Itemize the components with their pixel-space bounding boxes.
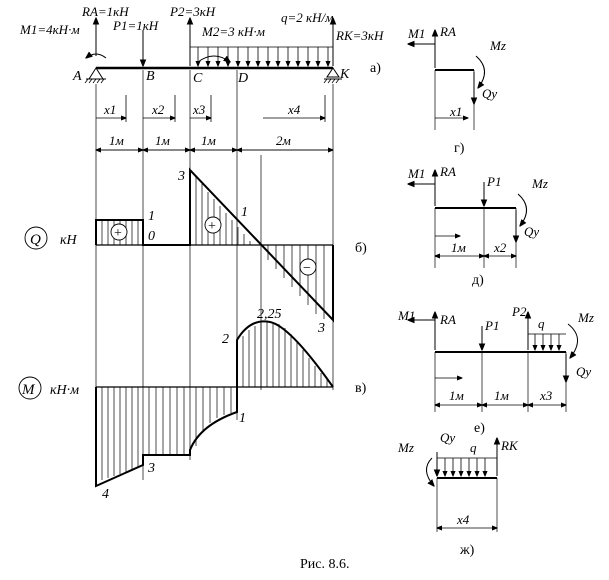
shear-sign-minus: − [299, 258, 317, 276]
fb-zh-rk: RK [500, 438, 519, 453]
panel-label-b: б) [355, 241, 367, 256]
load-ra-label: RA=1кН [81, 4, 129, 19]
shear-symbol-circle [24, 226, 48, 250]
moment-label-2: 2 [222, 332, 229, 347]
point-b-label: B [146, 69, 155, 84]
moment-unit: кН·м [50, 383, 79, 398]
beam-panel: M1=4кН·м RA=1кН P1=1кН P2=3кН M2=3 кН·м … [19, 4, 384, 150]
moment-label-1: 1 [239, 411, 246, 426]
fb-g-mz: Mz [489, 38, 506, 53]
fb-d-dim-x2: x2 [493, 240, 507, 255]
shear-label-3b: 3 [317, 321, 325, 336]
load-m1-label: M1=4кН·м [19, 22, 80, 37]
fb-e-qy: Qy [576, 364, 591, 379]
section-x1-label: x1 [103, 102, 116, 117]
moment-diagram: M кН·м 4 3 1 2 2,25 в) [18, 307, 367, 502]
fb-e-p2: P2 [511, 304, 527, 319]
moment-label-2-25: 2,25 [257, 307, 282, 322]
section-x2-label: x2 [151, 102, 165, 117]
distributed-load-q [190, 46, 333, 66]
section-x4-label: x4 [287, 102, 301, 117]
fb-d-m1: M1 [407, 166, 425, 181]
moment-label-3: 3 [147, 461, 155, 476]
fb-d-p1: P1 [486, 174, 501, 189]
fb-e-ra: RA [439, 312, 456, 327]
shear-diagram: Q кН 1 0 3 1 3 + + − б) [24, 167, 367, 336]
shear-hatching [101, 177, 325, 319]
load-p1-label: P1=1кН [112, 18, 159, 33]
fb-e-dim-x3: x3 [539, 388, 553, 403]
fb-e-p1: P1 [484, 318, 499, 333]
point-d-label: D [237, 71, 248, 86]
load-rk-label: RK=3кН [335, 28, 384, 43]
svg-text:+: + [208, 219, 216, 234]
fb-d-qy: Qy [524, 224, 539, 239]
section-x3-label: x3 [192, 102, 206, 117]
segment-3-label: 1м [201, 133, 216, 148]
fb-zh-qy: Qy [440, 430, 455, 445]
svg-text:+: + [114, 226, 122, 241]
figure-caption: Рис. 8.6. [300, 557, 350, 572]
moment-hatching [101, 322, 328, 480]
fb-g-m1: M1 [407, 26, 425, 41]
fb-e-m1: M1 [397, 308, 415, 323]
panel-label-v: в) [355, 381, 367, 396]
moment-m2-icon [197, 56, 230, 62]
shear-label-0: 0 [148, 229, 155, 244]
point-c-label: C [193, 71, 203, 86]
free-body-g: M1 RA Mz Qy x1 г) [407, 24, 506, 156]
free-body-zh: Mz Qy q RK x4 ж) [397, 430, 519, 558]
shear-label-3: 3 [177, 169, 185, 184]
fb-zh-x4: x4 [456, 512, 470, 527]
shear-label-1: 1 [148, 209, 155, 224]
fb-e-dim-1: 1м [449, 388, 464, 403]
segment-4-label: 2м [276, 133, 291, 148]
fb-zh-mz: Mz [397, 440, 414, 455]
free-body-d: M1 RA P1 Mz Qy 1м x2 д) [407, 164, 548, 288]
panel-label-a: а) [370, 61, 381, 76]
fb-d-ra: RA [439, 164, 456, 179]
svg-text:−: − [303, 261, 311, 276]
panel-label-zh: ж) [459, 543, 475, 558]
fb-g-x1: x1 [449, 104, 462, 119]
moment-symbol: M [21, 382, 36, 398]
section-dimensions [96, 95, 325, 122]
fb-g-qy: Qy [482, 86, 497, 101]
support-k-label: K [339, 67, 350, 82]
fb-g-ra: RA [439, 24, 456, 39]
support-a-label: A [72, 69, 82, 84]
free-body-e: M1 RA P1 P2 q Mz Qy 1м 1м x3 е) [397, 304, 594, 436]
fb-e-mz: Mz [577, 310, 594, 325]
shear-unit: кН [60, 233, 78, 248]
shear-outline [95, 167, 334, 323]
fb-d-dim-1: 1м [451, 240, 466, 255]
panel-label-g: г) [454, 141, 465, 156]
roller-support-k-icon [323, 67, 342, 84]
load-p2-label: P2=3кН [169, 4, 216, 19]
panel-label-e: е) [474, 421, 485, 436]
shear-sign-plus-1: + [110, 223, 128, 241]
fb-e-dim-2: 1м [494, 388, 509, 403]
fb-d-mz: Mz [531, 176, 548, 191]
load-m2-label: M2=3 кН·м [201, 24, 265, 39]
panel-label-d: д) [472, 273, 484, 288]
moment-label-4: 4 [102, 487, 109, 502]
moment-outline [95, 320, 334, 488]
load-q-label: q=2 кН/м [281, 10, 333, 25]
pin-support-a-icon [84, 67, 106, 84]
fb-e-q: q [538, 316, 545, 331]
segment-2-label: 1м [155, 133, 170, 148]
moment-symbol-circle [18, 376, 42, 400]
shear-sign-plus-2: + [204, 216, 222, 234]
fb-zh-q: q [470, 440, 477, 455]
shear-label-1b: 1 [241, 205, 248, 220]
segment-1-label: 1м [109, 133, 124, 148]
shear-symbol: Q [30, 232, 41, 248]
